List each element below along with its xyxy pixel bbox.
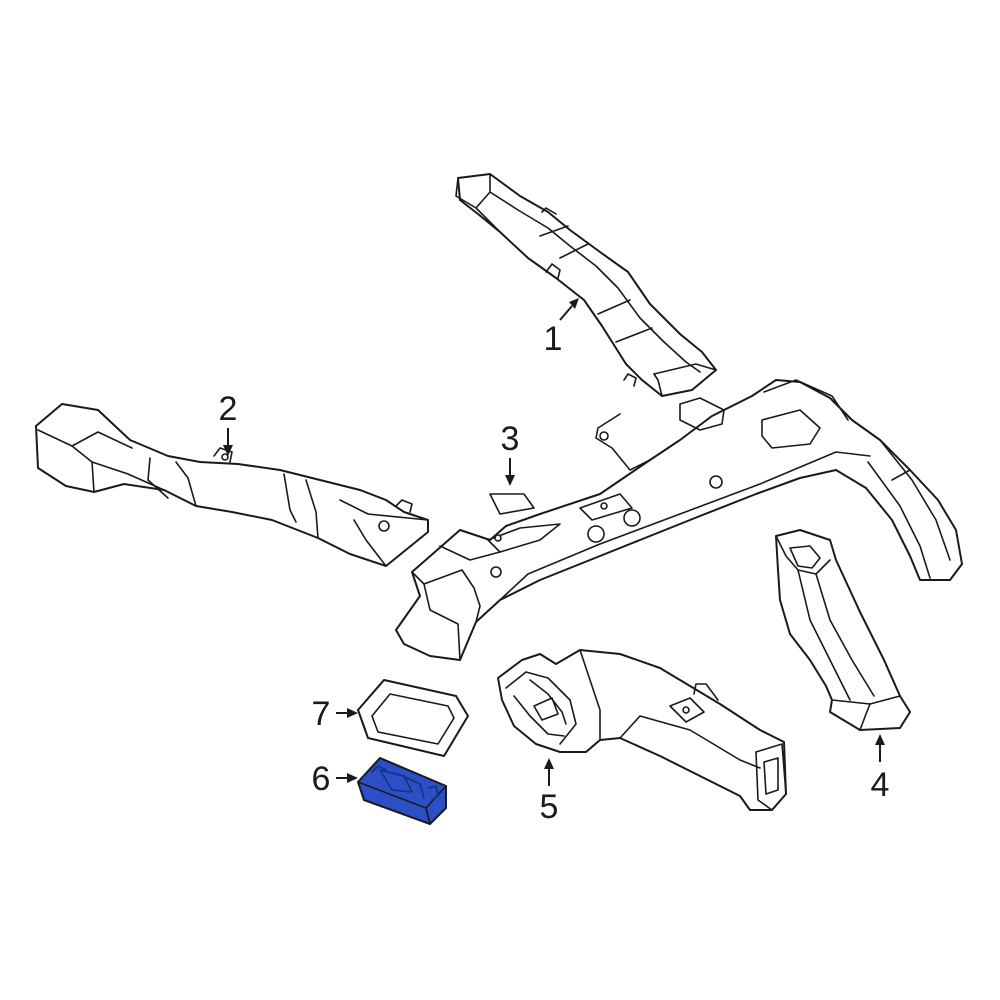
part-2-duct[interactable] bbox=[35, 403, 429, 567]
callout-5: 5 bbox=[540, 758, 559, 826]
part-7-seal[interactable] bbox=[357, 679, 469, 757]
callout-6: 6 bbox=[312, 760, 358, 798]
callout-3: 3 bbox=[501, 420, 520, 486]
callout-5-arrowhead bbox=[544, 758, 554, 769]
callout-2-label: 2 bbox=[219, 390, 238, 428]
callout-7: 7 bbox=[312, 695, 358, 733]
callout-7-label: 7 bbox=[312, 695, 331, 733]
part-4-duct[interactable] bbox=[775, 529, 911, 731]
callout-1-arrowhead bbox=[569, 298, 579, 309]
callout-4-label: 4 bbox=[871, 766, 890, 804]
callout-4-arrowhead bbox=[875, 734, 885, 745]
part-5-duct[interactable] bbox=[497, 649, 787, 811]
callout-6-label: 6 bbox=[312, 760, 331, 798]
part-6-adapter-highlighted[interactable] bbox=[357, 757, 447, 825]
callout-3-label: 3 bbox=[501, 420, 520, 458]
callout-1-leader bbox=[559, 305, 573, 321]
callout-1-label: 1 bbox=[544, 320, 563, 358]
callout-2-arrowhead bbox=[223, 445, 233, 456]
callout-7-arrowhead bbox=[347, 708, 358, 718]
callout-5-label: 5 bbox=[540, 788, 559, 826]
callout-3-arrowhead bbox=[505, 475, 515, 486]
callout-6-arrowhead bbox=[347, 773, 358, 783]
callout-4: 4 bbox=[871, 734, 890, 804]
callout-1: 1 bbox=[544, 298, 579, 358]
part-3-duct[interactable] bbox=[395, 379, 963, 661]
part-1-duct[interactable] bbox=[455, 173, 717, 397]
callout-2: 2 bbox=[219, 390, 238, 456]
